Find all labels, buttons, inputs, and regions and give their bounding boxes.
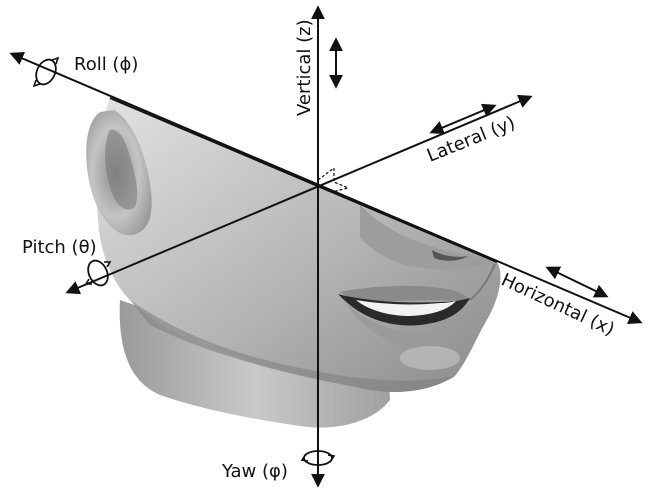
pitch-label: Pitch (θ): [22, 237, 97, 258]
lateral-axis-label: Lateral (y): [424, 112, 518, 166]
yaw-label: Yaw (φ): [221, 461, 288, 482]
chin-highlight: [400, 346, 460, 370]
vertical-axis-label: Vertical (z): [294, 19, 315, 116]
pitch-rotation-icon: [84, 257, 111, 288]
roll-label: Roll (ϕ): [74, 54, 138, 75]
roll-rotation-icon: [32, 56, 59, 87]
